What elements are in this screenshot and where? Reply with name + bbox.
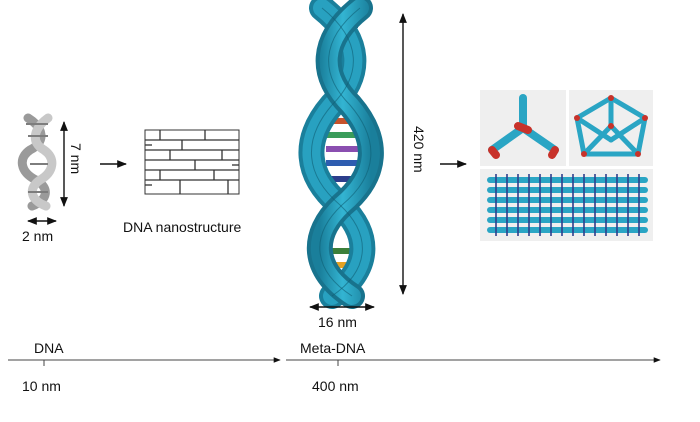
nanostructure-schematic-icon bbox=[144, 129, 240, 195]
meta-dna-height-label: 420 nm bbox=[411, 126, 427, 173]
base-pair-rung bbox=[326, 176, 358, 182]
base-pair-rung bbox=[326, 160, 358, 166]
dna-scale-tick-label: 10 nm bbox=[22, 378, 61, 394]
base-pair-rung bbox=[326, 146, 358, 152]
tube-assembly-panel bbox=[480, 169, 653, 241]
nanostructure-label: DNA nanostructure bbox=[123, 219, 242, 235]
tripod-assembly-panel bbox=[480, 90, 566, 166]
dna-width-label: 2 nm bbox=[22, 228, 54, 244]
meta-dna-width-label: 16 nm bbox=[318, 314, 357, 330]
base-pair-rung bbox=[326, 118, 358, 124]
dna-molecule-icon bbox=[17, 113, 57, 211]
dna-scale-title: DNA bbox=[34, 340, 64, 356]
meta-dna-scale-tick-label: 400 nm bbox=[312, 378, 359, 394]
base-pair-rung bbox=[326, 248, 358, 254]
meta-dna-helix-icon bbox=[298, 0, 384, 309]
base-pair-rung bbox=[326, 132, 358, 138]
dna-height-label: 7 nm bbox=[68, 143, 84, 175]
meta-dna-scale-title: Meta-DNA bbox=[300, 340, 366, 356]
base-pair-rung bbox=[326, 262, 358, 268]
polyhedron-assembly-panel bbox=[569, 90, 653, 166]
